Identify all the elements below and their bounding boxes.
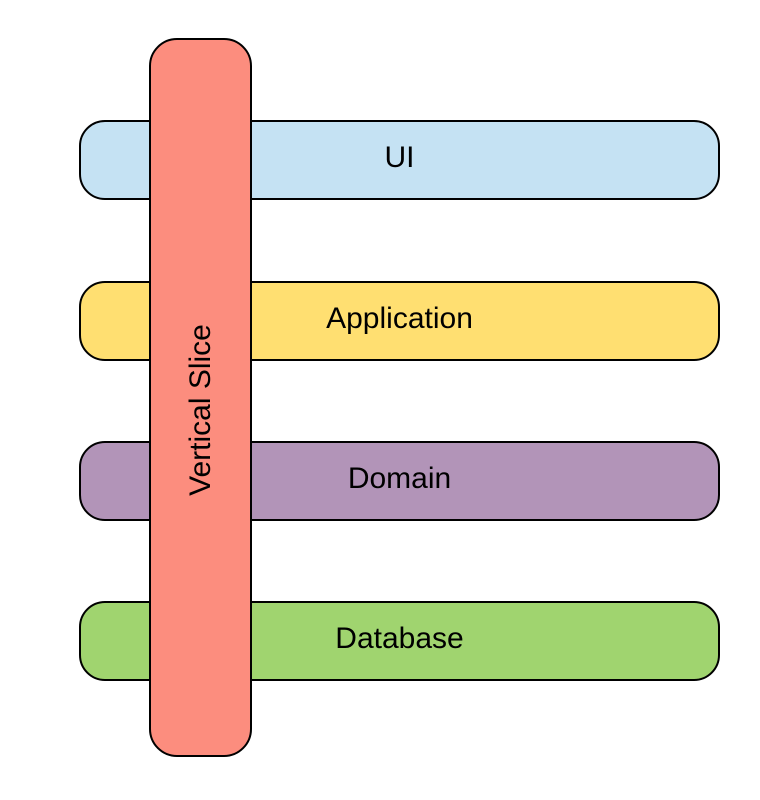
layer-bar-application: Application [79, 281, 720, 361]
layer-label-application: Application [326, 302, 473, 335]
vertical-slice-label: Vertical Slice [183, 323, 217, 496]
layer-label-ui: UI [384, 141, 415, 174]
vertical-slice-bar: Vertical Slice [149, 38, 252, 757]
layer-label-domain: Domain [347, 462, 452, 495]
layer-label-database: Database [335, 622, 464, 655]
